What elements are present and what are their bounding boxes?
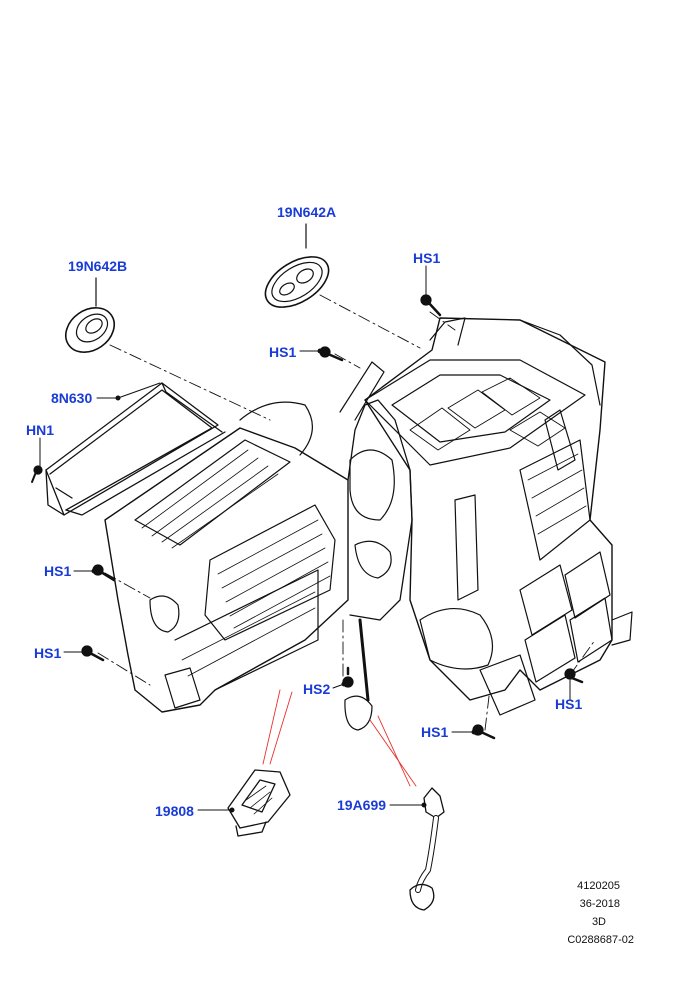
callout-hs1-left2: HS1 (34, 645, 62, 661)
callout-hs1-bottom: HS1 (421, 724, 449, 740)
filter-frame-8n630-drawing (45, 382, 226, 516)
sensor-harness-19a699-drawing (409, 787, 445, 911)
callout-hn1: HN1 (26, 422, 55, 438)
callout-hs1-upper: HS1 (269, 344, 297, 360)
red-install-lines (262, 689, 417, 787)
leader-lines (39, 265, 571, 813)
callout-hs1-left1: HS1 (44, 563, 72, 579)
screw-hs1-left1-icon (92, 564, 116, 582)
reference-drawing-code: C0288687-02 (567, 934, 634, 946)
reference-view-type: 3D (591, 916, 606, 928)
callout-hs1-right: HS1 (555, 696, 583, 712)
screw-hs1-upper-icon (319, 346, 344, 362)
assembly-centerlines (97, 294, 596, 731)
callout-hs2: HS2 (303, 681, 331, 697)
screw-hs1-top-icon (420, 294, 442, 317)
clip-hn1-icon (31, 465, 43, 483)
seal-19n642a-drawing (264, 223, 330, 308)
callout-19808: 19808 (155, 803, 194, 819)
seal-19n642b-drawing (65, 277, 115, 353)
callout-19n642b: 19N642B (68, 258, 128, 274)
callout-19a699: 19A699 (337, 797, 387, 813)
reference-date: 36-2018 (579, 898, 620, 910)
callout-8n630: 8N630 (51, 390, 93, 406)
callout-hs1-top: HS1 (413, 250, 441, 266)
hvac-housing-drawing (104, 317, 633, 731)
blower-resistor-19808-drawing (227, 769, 291, 837)
reference-number: 4120205 (577, 880, 620, 892)
screw-hs1-right-icon (564, 668, 584, 684)
callout-19n642a: 19N642A (277, 204, 337, 220)
